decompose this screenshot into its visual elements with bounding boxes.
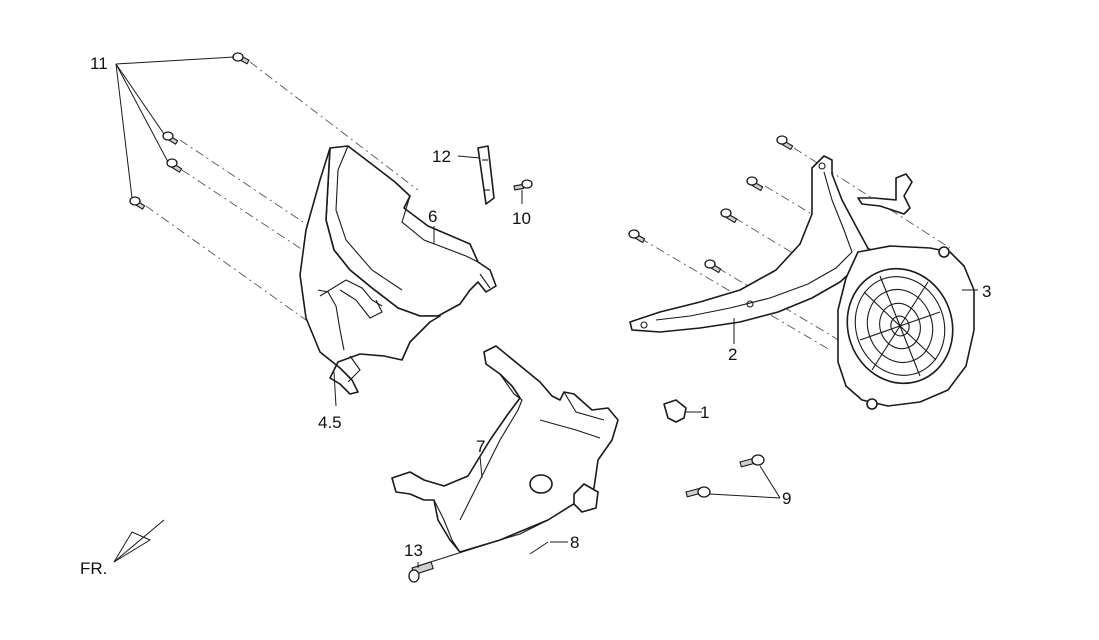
callout-8: 8	[570, 533, 579, 552]
part-8-housing-base	[433, 499, 549, 553]
callout-11: 11	[90, 54, 108, 73]
callout-13: 13	[404, 541, 423, 560]
bolt-9-b	[685, 486, 711, 498]
bolt-2-d	[628, 229, 646, 244]
direction-label: FR.	[80, 559, 107, 578]
callout-3: 3	[982, 282, 991, 301]
bolt-9-a	[739, 454, 765, 468]
callout-labels: 11 12 10 6 4.5 2 3 1 7 8 9 13 FR.	[80, 54, 991, 578]
leader-lines	[115, 56, 978, 568]
part-3-tab-bracket	[857, 173, 913, 215]
part-12-strip	[477, 145, 495, 205]
callout-12: 12	[432, 147, 451, 166]
part-7-bracket	[391, 345, 619, 553]
bolt-13	[408, 561, 434, 583]
part-4-5-lower-cover	[299, 147, 441, 395]
callout-9: 9	[782, 489, 791, 508]
bolt-11-d	[129, 196, 146, 210]
bolt-2-b	[746, 176, 764, 192]
bolt-11-c	[166, 158, 183, 173]
bolt-2-e	[704, 259, 722, 274]
callout-10: 10	[512, 209, 531, 228]
front-direction-arrow	[113, 519, 165, 563]
part-1-clip	[663, 399, 687, 423]
callout-4-5: 4.5	[318, 413, 342, 432]
part-2-curved-bracket	[629, 155, 871, 333]
bolt-10	[513, 179, 533, 191]
bolt-2-a	[776, 135, 794, 151]
callout-2: 2	[728, 345, 737, 364]
bolt-11-b	[162, 131, 179, 145]
bolt-11-a	[232, 52, 250, 65]
callout-1: 1	[700, 403, 709, 422]
callout-6: 6	[428, 207, 437, 226]
part-3-fan-shroud	[837, 245, 975, 410]
callout-7: 7	[476, 437, 485, 456]
bolt-2-c	[720, 208, 738, 224]
